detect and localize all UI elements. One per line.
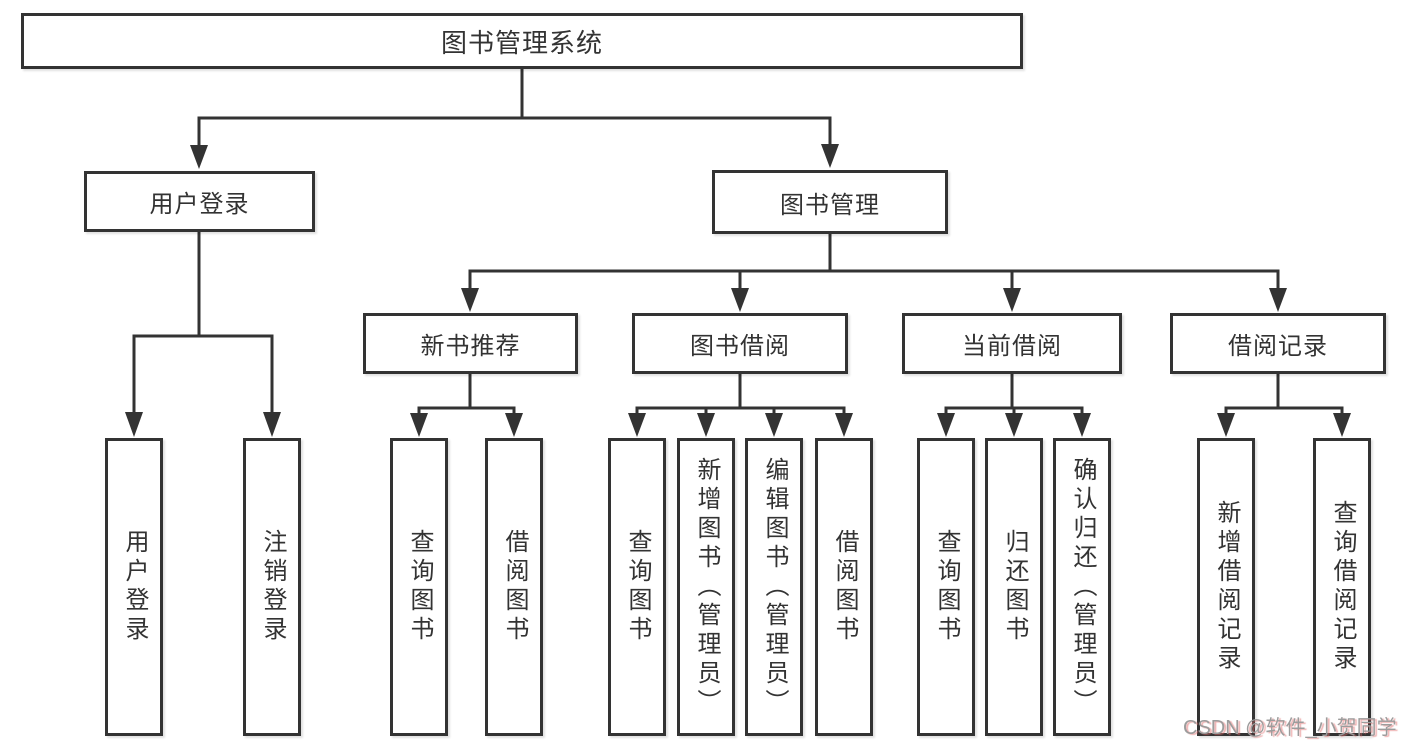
leaf-label: 查询图书 xyxy=(406,529,433,645)
connector-user-login-to-leaves xyxy=(125,230,281,437)
leaf-query-borrow-record: 查询借阅记录 xyxy=(1313,438,1371,736)
leaf-add-borrow-record: 新增借阅记录 xyxy=(1197,438,1255,736)
connector-book-borrowing-to-leaves xyxy=(628,372,853,437)
leaf-confirm-return-admin: 确认归还（管理员） xyxy=(1053,438,1111,736)
connector-borrowing-records-to-leaves xyxy=(1217,372,1351,437)
connector-book-management-to-level3 xyxy=(461,232,1287,312)
leaf-label: 新增图书（管理员） xyxy=(693,456,720,718)
node-label: 用户登录 xyxy=(149,191,250,218)
csdn-watermark: CSDN @软件_小贺同学 xyxy=(1183,717,1397,739)
connector-root-to-level2 xyxy=(190,67,839,169)
node-library-system: 图书管理系统 xyxy=(21,13,1023,69)
node-borrowing-records: 借阅记录 xyxy=(1170,313,1386,374)
leaf-label: 查询图书 xyxy=(624,529,651,645)
leaf-label: 确认归还（管理员） xyxy=(1069,456,1096,718)
leaf-label: 查询借阅记录 xyxy=(1329,500,1356,674)
leaf-label: 借阅图书 xyxy=(501,529,528,645)
node-label: 图书借阅 xyxy=(690,333,790,360)
leaf-label: 查询图书 xyxy=(933,529,960,645)
node-new-book-recommendation: 新书推荐 xyxy=(363,313,578,374)
node-label: 借阅记录 xyxy=(1228,333,1328,360)
leaf-label: 注销登录 xyxy=(259,529,286,645)
leaf-query-books-recommend: 查询图书 xyxy=(390,438,448,736)
node-label: 图书管理 xyxy=(780,191,880,219)
leaf-query-books-borrowing: 查询图书 xyxy=(608,438,666,736)
leaf-return-books: 归还图书 xyxy=(985,438,1043,736)
node-book-management: 图书管理 xyxy=(712,170,948,234)
leaf-label: 编辑图书（管理员） xyxy=(761,456,788,718)
leaf-edit-books-admin: 编辑图书（管理员） xyxy=(745,438,803,736)
leaf-label: 归还图书 xyxy=(1001,529,1028,645)
leaf-borrow-books-recommend: 借阅图书 xyxy=(485,438,543,736)
node-label: 图书管理系统 xyxy=(440,27,603,58)
leaf-add-books-admin: 新增图书（管理员） xyxy=(677,438,735,736)
node-book-borrowing: 图书借阅 xyxy=(632,313,848,374)
leaf-label: 借阅图书 xyxy=(831,529,858,645)
leaf-label: 用户登录 xyxy=(121,529,148,645)
node-current-borrowing: 当前借阅 xyxy=(902,313,1122,374)
connector-new-book-to-leaves xyxy=(410,372,523,437)
node-user-login: 用户登录 xyxy=(84,171,315,232)
leaf-borrow-books-borrowing: 借阅图书 xyxy=(815,438,873,736)
leaf-user-login: 用户登录 xyxy=(105,438,163,736)
leaf-query-books-current: 查询图书 xyxy=(917,438,975,736)
node-label: 新书推荐 xyxy=(420,333,521,360)
leaf-label: 新增借阅记录 xyxy=(1213,500,1240,674)
leaf-logout: 注销登录 xyxy=(243,438,301,736)
node-label: 当前借阅 xyxy=(962,333,1062,360)
connector-current-borrowing-to-leaves xyxy=(937,372,1091,437)
